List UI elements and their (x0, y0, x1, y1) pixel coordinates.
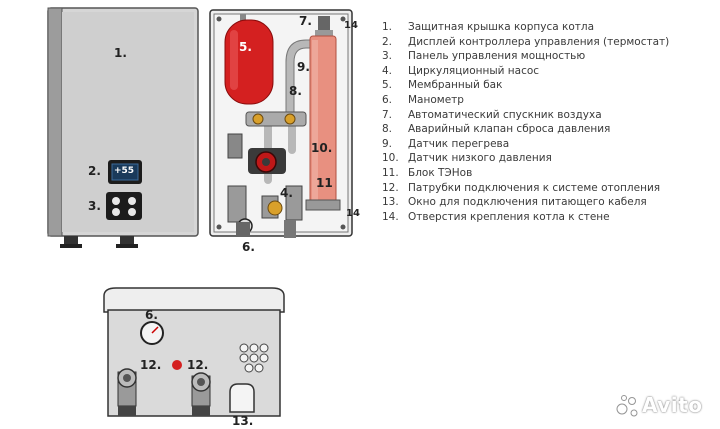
display-temperature-value: +55 (114, 166, 135, 176)
legend-item: 3.Панель управления мощностью (382, 50, 586, 63)
label-mount-hole-bottom: 14 (346, 208, 360, 219)
front-housing (47, 7, 199, 248)
legend-item: 5.Мембранный бак (382, 79, 503, 92)
controller-display (108, 160, 142, 184)
legend-item: 6.Манометр (382, 93, 464, 106)
label-overheat-sensor: 9. (297, 60, 310, 74)
avito-watermark: Avito (614, 393, 714, 417)
boiler-bottom-view (103, 287, 285, 417)
label-air-vent: 7. (299, 14, 312, 28)
legend-item: 8.Аварийный клапан сброса давления (382, 123, 611, 136)
label-cover: 1. (114, 46, 127, 60)
label-tank: 5. (239, 40, 252, 54)
label-power-panel: 3. (88, 199, 101, 213)
label-cable-window: 13. (232, 414, 254, 428)
vent-holes (239, 343, 269, 373)
label-pipe-right: 12. (187, 358, 209, 372)
watermark-text: Avito (642, 393, 703, 417)
legend-item: 1.Защитная крышка корпуса котла (382, 21, 595, 33)
legend-item: 12.Патрубки подключения к системе отопле… (382, 181, 661, 194)
label-pump: 4. (280, 186, 293, 200)
label-heater-block: 11 (316, 176, 333, 190)
label-low-pressure-sensor: 10. (311, 141, 333, 155)
legend-item: 2.Дисплей контроллера управления (термос… (382, 35, 670, 48)
legend-item: 7.Автоматический спускник воздуха (382, 108, 602, 121)
air-vent (315, 16, 333, 36)
component-legend: 1.Защитная крышка корпуса котла 2.Диспле… (382, 20, 718, 224)
legend-item: 10.Датчик низкого давления (382, 152, 552, 165)
label-gauge-inside: 6. (242, 240, 255, 254)
circulation-pump (248, 148, 286, 174)
heater-block (305, 35, 341, 211)
power-control-panel (106, 192, 142, 220)
label-mount-hole-top: 14 (344, 20, 358, 31)
legend-item: 11.Блок ТЭНов (382, 166, 473, 179)
legend-item: 13.Окно для подключения питающего кабеля (382, 196, 647, 209)
legend-item: 9.Датчик перегрева (382, 137, 510, 150)
label-relief-valve: 8. (289, 84, 302, 98)
bottom-fittings (227, 185, 303, 238)
valve-manifold (227, 111, 307, 159)
label-pipe-left: 12. (140, 358, 162, 372)
label-gauge-bottom: 6. (145, 308, 158, 322)
label-display: 2. (88, 164, 101, 178)
legend-item: 14.Отверстия крепления котла к стене (382, 210, 610, 223)
avito-logo-icon (616, 395, 638, 417)
membrane-tank (224, 14, 274, 105)
pipework-outline (285, 39, 314, 112)
legend-item: 4.Циркуляционный насос (382, 64, 540, 77)
